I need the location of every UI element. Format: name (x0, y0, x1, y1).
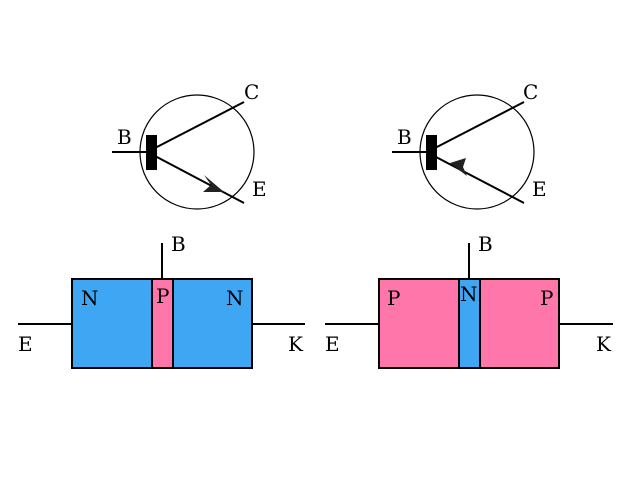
npn-symbol-circle (139, 94, 255, 210)
npn-structure-right-terminal-label: K (288, 332, 304, 356)
npn-base-bar (146, 135, 157, 170)
npn-emitter-label: E (252, 177, 267, 201)
npn-emitter-lead (154, 155, 245, 204)
pnp-emitter-lead (435, 156, 525, 204)
npn-region-left-label: N (81, 286, 99, 310)
npn-collector-label: C (244, 80, 259, 104)
pnp-region-right-label: P (540, 286, 553, 310)
npn-region-right-label: N (226, 286, 244, 310)
npn-structure: N P N B E K (18, 232, 305, 369)
npn-region-middle-label: P (156, 284, 169, 308)
pnp-region-left-label: P (387, 286, 400, 310)
npn-symbol: B C E (112, 80, 267, 210)
pnp-emitter-label: E (532, 177, 547, 201)
npn-region-right (172, 278, 253, 369)
pnp-base-bar (426, 135, 437, 170)
pnp-region-right (479, 278, 560, 369)
pnp-base-label: B (397, 125, 412, 149)
pnp-collector-label: C (523, 80, 538, 104)
npn-collector-lead (154, 101, 245, 149)
pnp-collector-lead (434, 101, 525, 149)
pnp-structure-base-label: B (478, 232, 493, 256)
pnp-structure: P N P B E K (325, 232, 613, 369)
pnp-symbol-circle (419, 94, 535, 210)
pnp-region-middle-label: N (460, 282, 478, 306)
npn-structure-left-terminal-label: E (18, 332, 33, 356)
npn-base-label: B (117, 125, 132, 149)
npn-emitter-arrow-icon (203, 175, 224, 192)
npn-structure-base-label: B (171, 232, 186, 256)
npn-region-left (71, 278, 153, 369)
pnp-symbol: B C E (392, 80, 547, 210)
pnp-emitter-arrow-icon (450, 158, 467, 176)
pnp-structure-left-terminal-label: E (325, 332, 340, 356)
pnp-structure-right-terminal-label: K (596, 332, 612, 356)
